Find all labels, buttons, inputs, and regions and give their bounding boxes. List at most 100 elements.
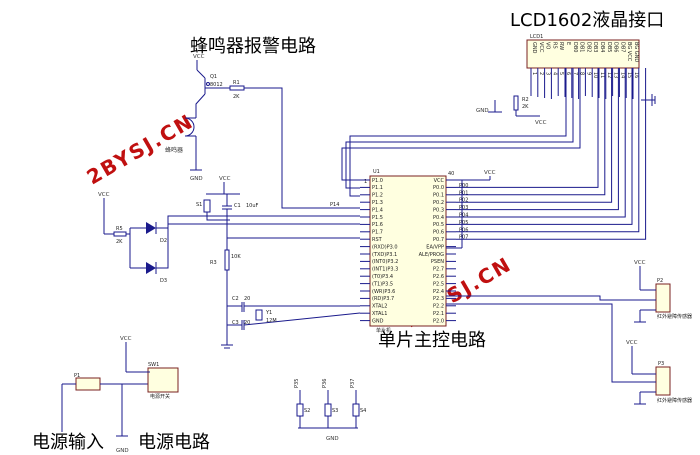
- lcd-pin-number: 9: [585, 72, 591, 75]
- mcu-left-pin-label: (RD)P3.7: [372, 296, 394, 302]
- lcd-gnd-label: GND: [476, 108, 489, 114]
- mcu-left-pin-label: P1.7: [372, 230, 383, 236]
- led-d2: [146, 222, 156, 234]
- lcd-pin-number: 12: [606, 72, 612, 78]
- key-switch[interactable]: [324, 403, 332, 417]
- mcu-right-pin-label: P0.1: [433, 193, 444, 199]
- key-ref: S2: [304, 408, 310, 414]
- key-ref: S4: [360, 408, 366, 414]
- mcu-right-pin-label: EA/VPP: [426, 244, 444, 250]
- reset-c-ref: C1: [234, 203, 241, 209]
- lcd-pin-label: DB6: [613, 42, 619, 52]
- mcu-left-pin-label: XTAL1: [372, 311, 387, 317]
- mcu-left-pin-label: (WR)P3.6: [372, 289, 395, 295]
- buzzer-title: 蜂鸣器报警电路: [190, 36, 316, 57]
- mcu-left-pins: P1.0P1.1P1.2P1.3P1.4P1.5P1.6P1.7RST(RXD)…: [360, 178, 398, 324]
- lcd-r2-val: 2K: [522, 104, 529, 110]
- mcu-body: [369, 175, 447, 327]
- buzzer-gnd: GND: [190, 176, 203, 182]
- reset-switch: [203, 199, 211, 213]
- mcu-left-pin-label: RST: [372, 237, 383, 243]
- mcu-net-label: P05: [459, 220, 468, 226]
- power-sw-name: 电源开关: [150, 393, 170, 400]
- mcu-net-label: P02: [459, 198, 468, 204]
- lcd-pin-label: RW: [558, 42, 564, 50]
- sensor2-name: 红外避障传感器: [657, 397, 692, 404]
- lcd-ref: LCD1: [530, 34, 543, 40]
- crystal-y-ref: Y1: [265, 310, 272, 316]
- power-input-title: 电源输入: [32, 432, 104, 453]
- lcd-pin-label: DB4: [599, 42, 605, 52]
- lcd-pin-label: DB0: [572, 42, 578, 52]
- lcd-pin-number: 16: [633, 72, 639, 78]
- mcu-pin40: 40: [448, 171, 454, 177]
- lcd-pin-number: 6: [565, 72, 571, 75]
- mcu-left-pin-label: (RXD)P3.0: [372, 244, 398, 250]
- mcu-title: 单片主控电路: [378, 330, 486, 351]
- buzzer-r-ref: R1: [233, 80, 240, 86]
- lcd-pin-label: VO: [545, 42, 551, 49]
- mcu-left-pin-label: P1.6: [372, 222, 383, 228]
- mcu-right-pin-label: P0.5: [433, 222, 444, 228]
- crystal-c2-ref: C2: [232, 296, 239, 302]
- led-vcc: VCC: [98, 192, 110, 198]
- mcu-net-label: P03: [459, 205, 468, 211]
- mcu-right-pin-label: P0.2: [433, 200, 444, 206]
- power-circuit: P1 SW1 电源开关 VCC GND: [61, 336, 179, 454]
- mcu-right-pin-label: P0.6: [433, 230, 444, 236]
- buzzer-circuit: VCC Q1 8012 R1 2K 蜂鸣器 GND: [165, 54, 360, 209]
- power-switch: [147, 367, 179, 393]
- lcd-pin-label: DB1: [579, 42, 585, 52]
- lcd-pin-label: DB3: [592, 42, 598, 52]
- mcu-right-pin-label: P2.1: [433, 311, 444, 317]
- crystal-circuit: C2 20 C3 20 Y1 12M: [221, 296, 361, 349]
- key-switch[interactable]: [296, 403, 304, 417]
- mcu-left-pin-label: P1.2: [372, 193, 383, 199]
- mcu-right-pin-label: P2.4: [433, 289, 444, 295]
- mcu-left-pin-label: P1.1: [372, 185, 383, 191]
- reset-vcc: VCC: [219, 176, 231, 182]
- mcu-net-label: P07: [459, 235, 468, 241]
- key-switch[interactable]: [352, 403, 360, 417]
- buzzer-q-ref: Q1: [210, 74, 217, 80]
- sensor2-vcc: VCC: [626, 340, 638, 346]
- buzzer-r1: [229, 85, 245, 91]
- led-r-ref: R5: [116, 226, 123, 232]
- mcu-right-pin-label: ALE/PROG: [419, 252, 444, 258]
- mcu-right-pin-label: P0.4: [433, 215, 444, 221]
- mcu-net-label: P01: [459, 190, 468, 196]
- reset-c-val: 10uF: [246, 203, 259, 209]
- buzzer-vcc: VCC: [193, 54, 205, 60]
- power-jack: [75, 377, 101, 391]
- mcu-right-pin-label: P0.7: [433, 237, 444, 243]
- lcd-pin-number: 3: [545, 72, 551, 75]
- lcd-pin-number: 14: [619, 72, 625, 78]
- lcd-pin-number: 8: [579, 72, 585, 75]
- mcu-right-pins: VCCP0.0P0.1P0.2P0.3P0.4P0.5P0.6P0.7EA/VP…: [419, 178, 456, 324]
- mcu-left-pin-label: (TXD)P3.1: [372, 252, 397, 258]
- mcu-right-pin-label: P0.3: [433, 207, 444, 213]
- lcd-bus-wires: [341, 68, 581, 197]
- buzzer-q-type: 8012: [210, 82, 223, 88]
- lcd-pin-label: DB5: [606, 42, 612, 52]
- lcd-pin-label: BG GND: [633, 42, 639, 62]
- mcu-left-pin-label: P1.0: [372, 178, 383, 184]
- lcd-pin-label: GND: [531, 42, 537, 54]
- key-gnd: GND: [326, 436, 339, 442]
- mcu-ref: U1: [373, 169, 380, 175]
- sensor1-name: 红外避障传感器: [657, 313, 692, 320]
- lcd-pin-label: E: [565, 42, 571, 45]
- lcd-pin-label: RS: [551, 42, 557, 49]
- buzzer-shape: [184, 117, 195, 137]
- sensor-1: P2 红外避障传感器 VCC: [446, 260, 692, 323]
- sensor2-connector: [655, 366, 671, 396]
- mcu-right-pin-label: PSEN: [431, 259, 444, 265]
- mcu-right-pin-label: VCC: [434, 178, 445, 184]
- power-gnd: GND: [116, 448, 129, 454]
- mcu-vcc-label: VCC: [484, 170, 496, 176]
- sensor1-vcc: VCC: [634, 260, 646, 266]
- lcd-pin-number: 5: [558, 72, 564, 75]
- key-net-label: P35: [294, 379, 300, 388]
